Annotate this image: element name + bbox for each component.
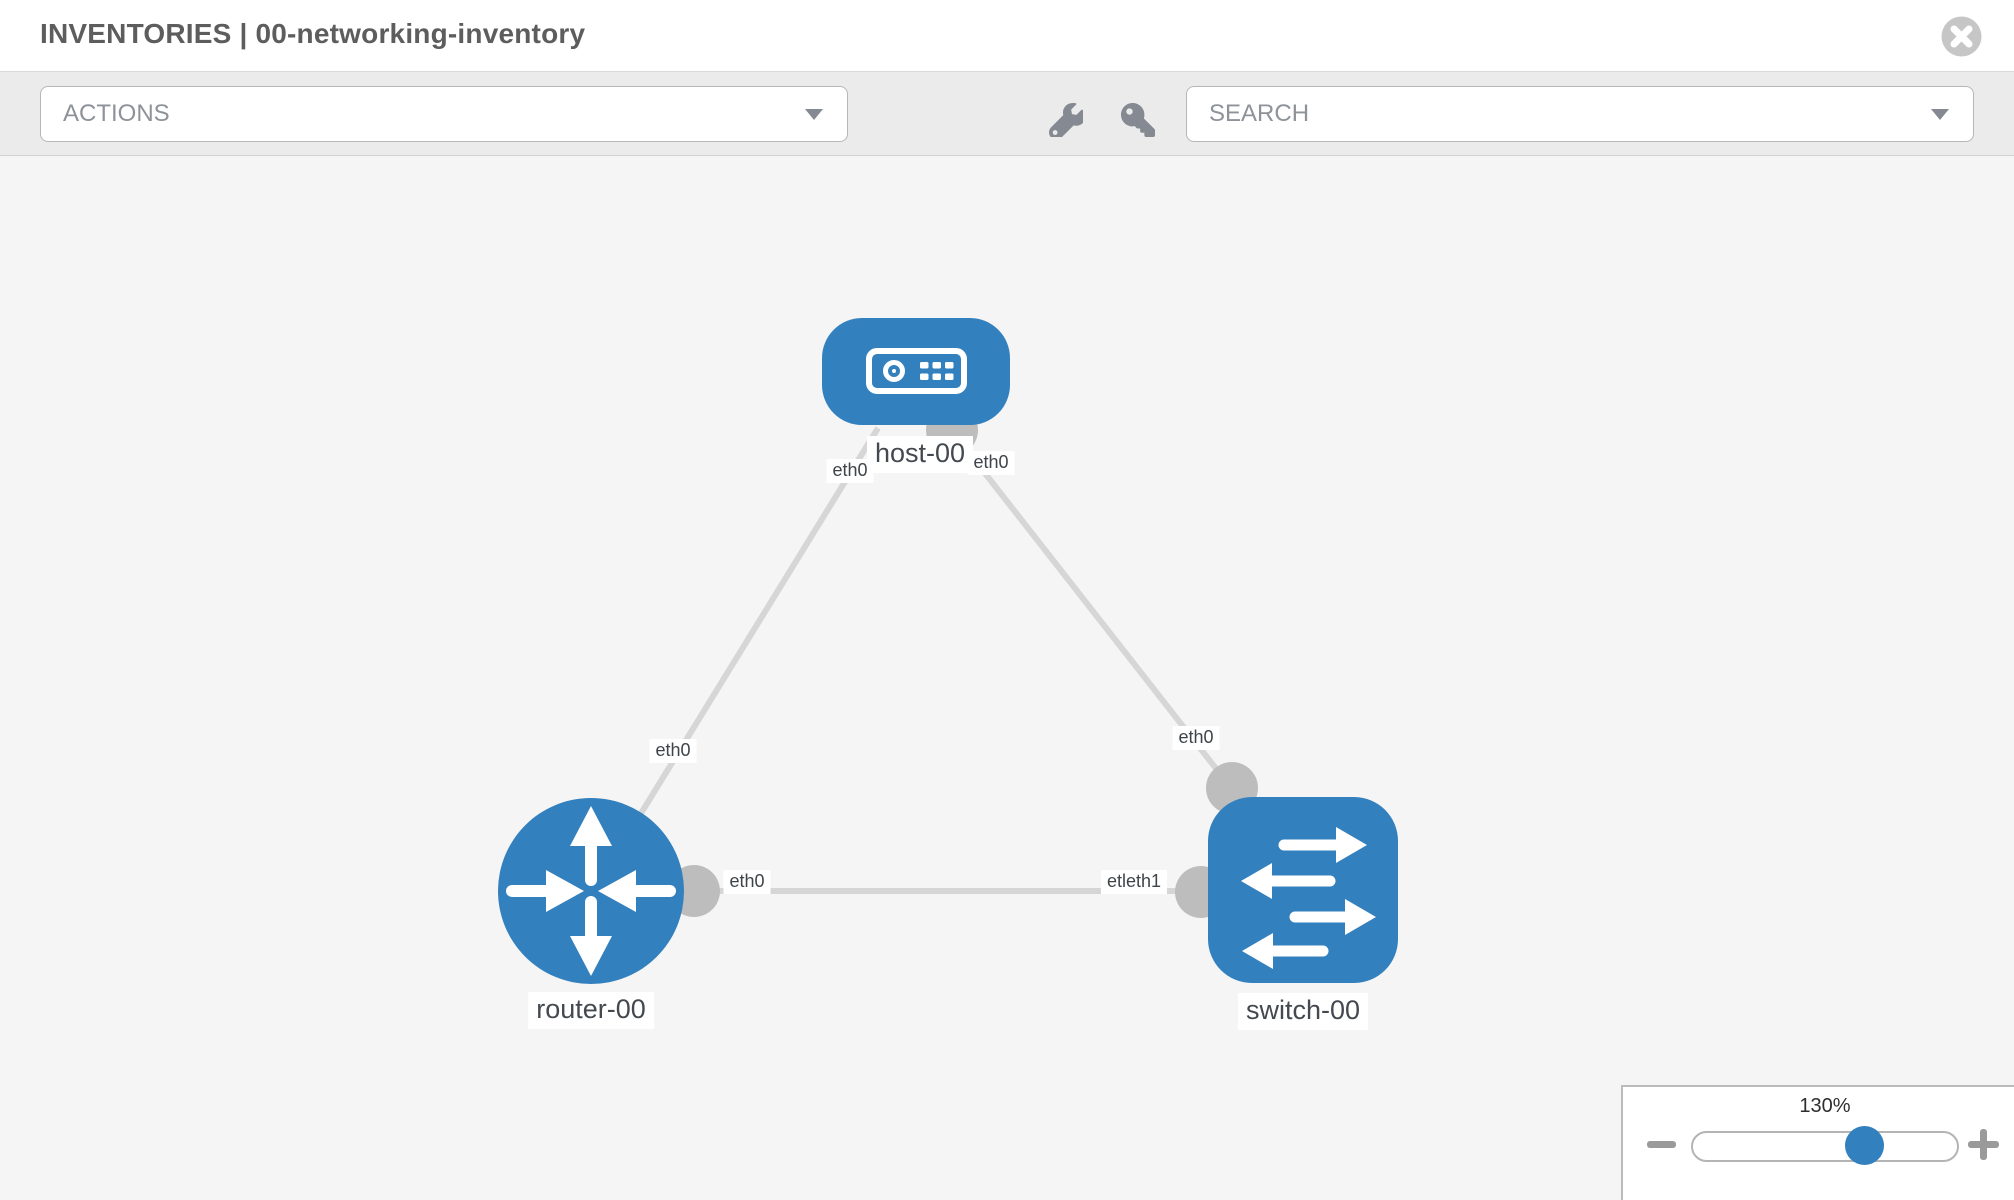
node-host[interactable] [822,318,1010,425]
close-button[interactable] [1941,16,1982,57]
topology-canvas[interactable]: eth0 eth0 eth0 eth0 eth0 etleth1 host-00… [0,156,2014,1200]
interface-label: eth0 [723,870,771,894]
zoom-in-button[interactable] [1968,1129,1999,1160]
page-title: INVENTORIES | 00-networking-inventory [40,18,586,49]
interface-label: etleth1 [1100,870,1168,894]
actions-dropdown-label: ACTIONS [63,100,170,127]
caret-down-icon [805,108,823,120]
interface-label: eth0 [649,739,697,763]
actions-dropdown[interactable]: ACTIONS [40,86,848,142]
key-icon [1121,103,1155,137]
host-icon [866,348,967,394]
page-header: INVENTORIES | 00-networking-inventory [0,0,2014,72]
search-dropdown[interactable]: SEARCH [1186,86,1974,142]
node-label-host: host-00 [866,436,974,473]
interface-connectors [668,404,1258,918]
interface-label: eth0 [826,459,874,483]
node-router[interactable] [498,798,684,984]
router-icon [506,806,676,976]
zoom-slider-handle[interactable] [1845,1126,1884,1165]
zoom-level-label: 130% [1799,1095,1851,1117]
caret-down-icon [1931,108,1949,120]
topology-svg [498,318,1398,984]
node-label-router: router-00 [528,992,654,1029]
zoom-control-panel: 130% [1621,1085,2014,1200]
plus-icon [1980,1129,1987,1160]
node-label-switch: switch-00 [1237,993,1369,1030]
node-switch[interactable] [1208,797,1398,983]
toolbar: ACTIONS SEARCH [0,72,2014,156]
key-button[interactable] [1116,98,1160,142]
switch-icon [1241,827,1376,969]
zoom-slider-track[interactable] [1691,1131,1959,1162]
zoom-out-button[interactable] [1647,1141,1676,1148]
wrench-button[interactable] [1044,98,1088,142]
wrench-icon [1049,103,1083,137]
search-dropdown-label: SEARCH [1209,100,1310,127]
interface-label: eth0 [1172,726,1220,750]
topology-links [589,424,1235,895]
close-icon [1941,16,1982,57]
interface-label: eth0 [967,451,1015,475]
